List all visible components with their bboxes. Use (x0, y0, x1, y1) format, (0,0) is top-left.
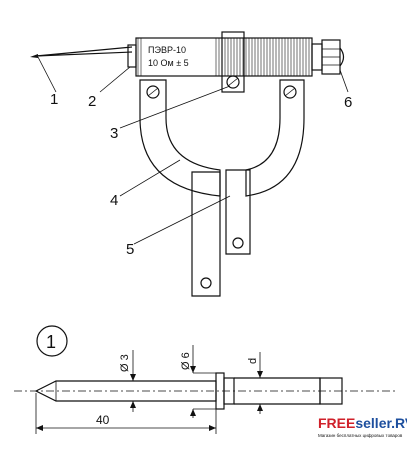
dim-d: d (247, 352, 263, 414)
callout-1: 1 (50, 91, 58, 108)
dim-d3: Ø 3 (119, 350, 136, 412)
resistor-body (135, 37, 313, 77)
callout-2: 2 (88, 93, 96, 110)
callout-3: 3 (110, 125, 118, 142)
left-screw (146, 85, 160, 99)
watermark-brand-red: FREE (318, 415, 355, 431)
watermark: FREEseller.RV Магазин бесплатных цифровы… (318, 415, 407, 438)
pin-outline (34, 372, 343, 410)
detail-drawing: 1 Ø 3 Ø 6 (14, 325, 398, 434)
end-nut (311, 39, 345, 75)
assembly-drawing: ПЭВР-10 10 Ом ± 5 (30, 31, 352, 297)
right-screw (283, 85, 297, 99)
callout-6: 6 (344, 94, 352, 111)
callout-5: 5 (126, 241, 134, 258)
u-holder (139, 79, 305, 297)
svg-text:d: d (247, 358, 259, 364)
dim-length: 40 (35, 393, 217, 434)
svg-text:Ø 3: Ø 3 (119, 354, 131, 372)
svg-text:40: 40 (96, 413, 110, 427)
svg-text:FREEseller.RV: FREEseller.RV (318, 415, 407, 431)
resistor-value-label: 10 Ом ± 5 (148, 58, 189, 68)
detail-number-badge: 1 (36, 325, 68, 357)
callout-4: 4 (110, 192, 118, 209)
svg-text:1: 1 (46, 332, 56, 352)
watermark-subtitle: Магазин бесплатных цифровых товаров (318, 433, 403, 438)
resistor-type-label: ПЭВР-10 (148, 45, 186, 55)
needle-tip (30, 46, 133, 58)
svg-text:Ø 6: Ø 6 (180, 352, 192, 370)
center-clamp (221, 31, 245, 93)
watermark-brand-blue: seller.RV (355, 415, 407, 431)
dim-d6: Ø 6 (180, 345, 216, 418)
callout-leaders (37, 56, 349, 245)
contact-strip (225, 169, 251, 255)
resistor-left-cap (127, 44, 137, 68)
